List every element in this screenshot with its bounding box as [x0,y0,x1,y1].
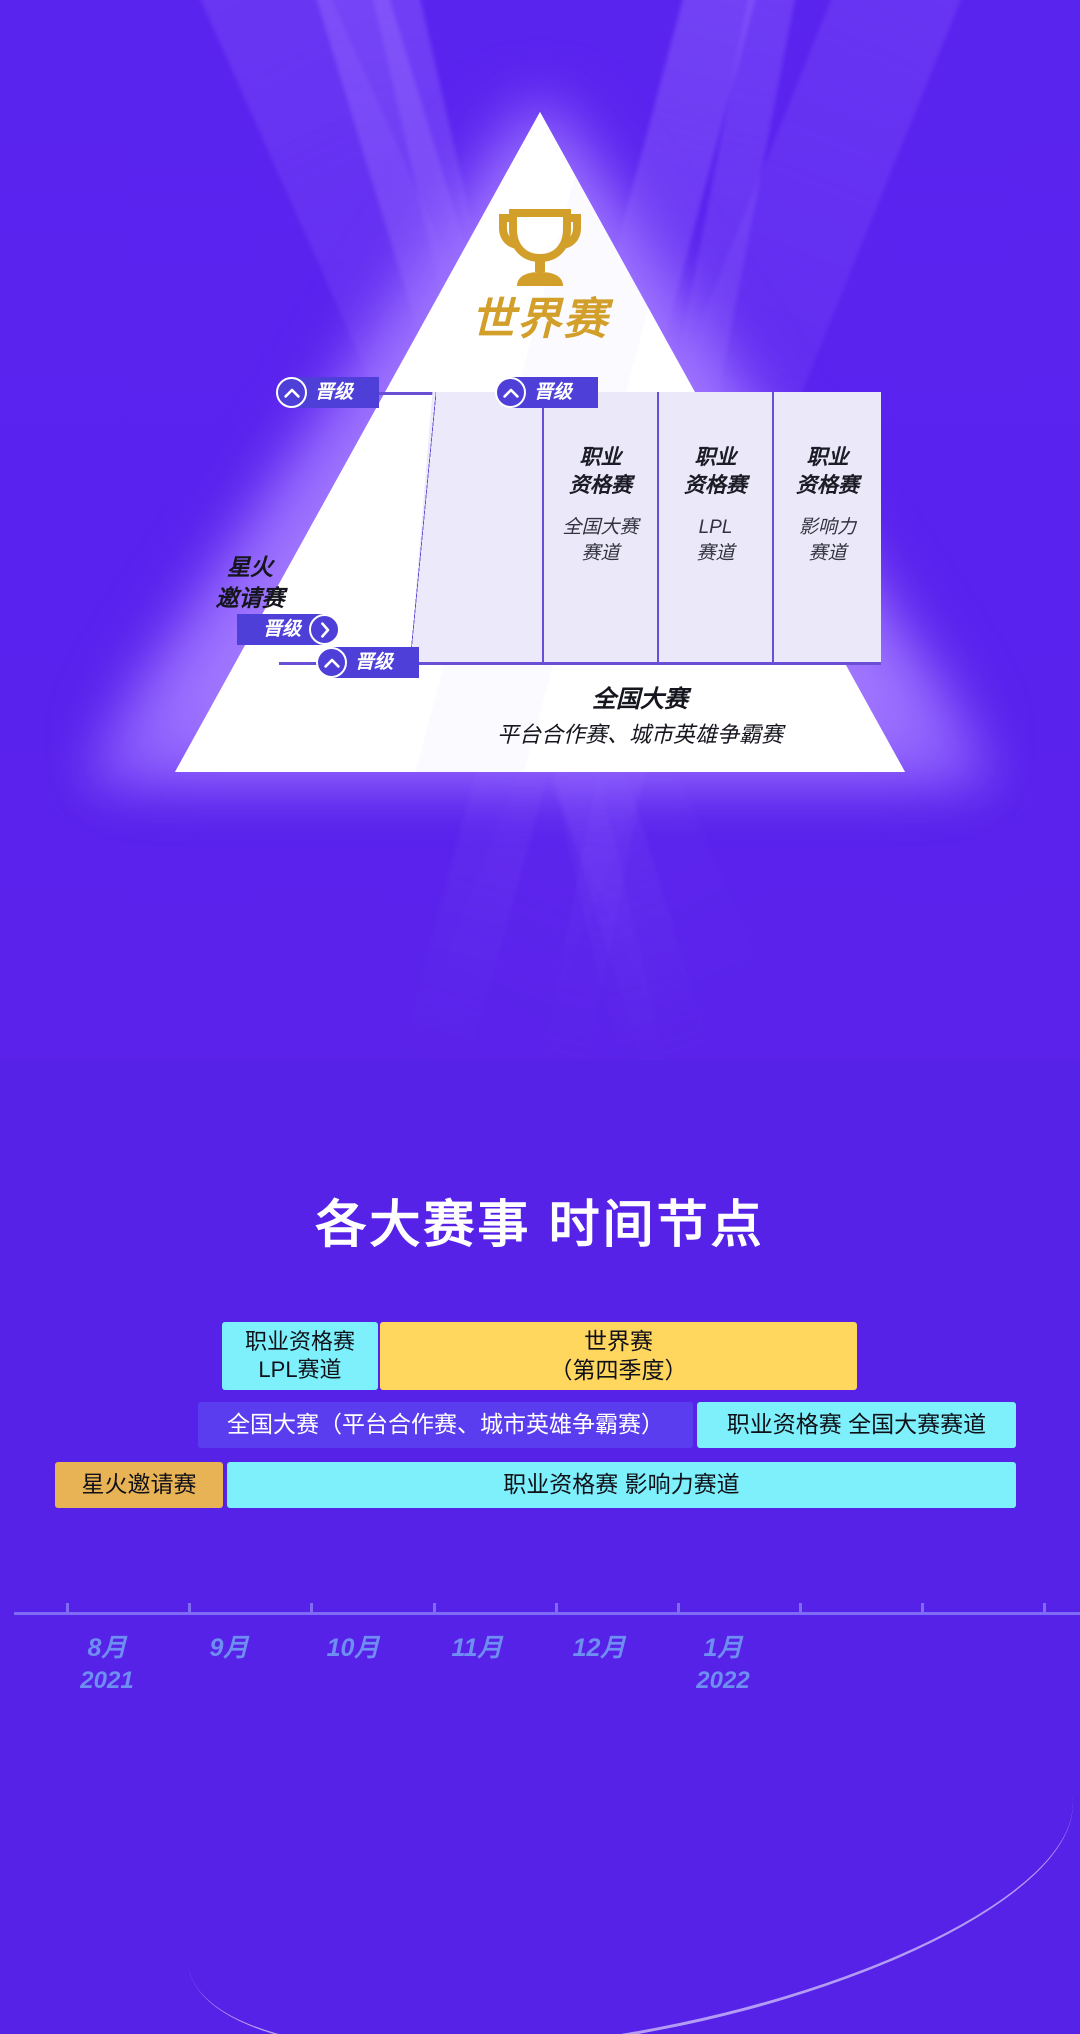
gantt-bar-national[interactable]: 全国大赛（平台合作赛、城市英雄争霸赛） [198,1402,693,1448]
gantt-bar-worlds-line1: 世界赛 [584,1327,653,1354]
axis-tick [555,1603,558,1615]
axis-month-label-aug: 8月 2021 [72,1632,142,1696]
tier-bottom-rule [279,662,881,665]
axis-tick [677,1603,680,1615]
promotion-badge-base[interactable]: 晋级 [316,647,419,678]
gantt-bar-spark[interactable]: 星火邀请赛 [55,1462,223,1508]
promotion-left-label: 晋级 [315,382,354,403]
qualifier-1-sub-line1: 全国大赛 [562,517,639,539]
qualifier-tier-band: 职业 资格赛 全国大赛 赛道 职业 资格赛 [308,392,881,662]
promotion-right-label: 晋级 [534,382,573,403]
gantt-bar-lpl-line1: 职业资格赛 [244,1328,355,1354]
chevron-right-icon [309,614,341,645]
timeline-gantt-chart: 职业资格赛 LPL赛道 世界赛 （第四季度） 全国大赛（平台合作赛、城市英雄争霸… [0,1322,1080,1582]
axis-month-label-nov: 11月 [436,1632,518,1665]
qualifier-2-title-line2: 资格赛 [684,473,747,497]
qualifier-1-sub-line2: 赛道 [581,543,620,565]
gantt-bar-national-qualifier-label: 职业资格赛 全国大赛赛道 [726,1411,987,1438]
promotion-badge-left[interactable]: 晋级 [276,377,379,408]
axis-tick [66,1603,69,1615]
qualifier-cell-2: 职业 资格赛 LPL 赛道 [657,392,772,662]
axis-month-nov: 11月 [451,1634,503,1662]
gantt-bar-worlds[interactable]: 世界赛 （第四季度） [380,1322,857,1390]
axis-tick [1043,1603,1046,1615]
gantt-bar-influence-qualifier[interactable]: 职业资格赛 影响力赛道 [227,1462,1016,1508]
bottom-decoration [0,1760,1080,2034]
gantt-bar-lpl-line2: LPL赛道 [258,1357,342,1382]
axis-tick [921,1603,924,1615]
qualifier-cell-3: 职业 资格赛 影响力 赛道 [772,392,881,662]
pyramid-content: 世界赛 职业 资格赛 全国大赛 赛道 [175,112,905,774]
axis-month-sep: 9月 [209,1634,249,1662]
spark-label-line1: 星火 [227,554,273,580]
qualifier-2-title-line1: 职业 [694,446,737,469]
spark-label-line2: 邀请赛 [215,585,285,612]
axis-line [14,1612,1080,1615]
axis-year-2021: 2021 [80,1666,134,1694]
chevron-up-icon [276,377,307,408]
axis-month-label-dec: 12月 [558,1632,640,1665]
gantt-bar-worlds-line2: （第四季度） [549,1357,688,1383]
axis-tick [188,1603,191,1615]
gantt-bar-lpl-qualifier[interactable]: 职业资格赛 LPL赛道 [222,1322,378,1390]
axis-tick [433,1603,436,1615]
qualifier-2-sub-line2: 赛道 [696,543,735,565]
base-tier-title: 全国大赛 [592,686,688,713]
axis-month-oct: 10月 [326,1634,380,1662]
trophy-icon [175,208,905,290]
base-tier-row: 全国大赛 平台合作赛、城市英雄争霸赛 [285,662,845,774]
axis-tick [799,1603,802,1615]
qualifier-3-title-line2: 资格赛 [796,473,859,497]
worlds-title: 世界赛 [471,295,609,344]
gantt-bar-national-qualifier[interactable]: 职业资格赛 全国大赛赛道 [697,1402,1016,1448]
axis-month-jan: 1月 [703,1634,743,1662]
axis-tick [310,1603,313,1615]
promotion-badge-right[interactable]: 晋级 [495,377,598,408]
pyramid-apex: 世界赛 [175,208,905,342]
base-tier-subtitle: 平台合作赛、城市英雄争霸赛 [496,721,783,747]
promotion-badge-spark[interactable]: 晋级 [237,614,341,645]
gantt-bar-spark-label: 星火邀请赛 [81,1471,197,1498]
qualifier-1-title-line1: 职业 [579,446,622,469]
pyramid-hero-section: 世界赛 职业 资格赛 全国大赛 赛道 [0,0,1080,1060]
gantt-bar-influence-qualifier-label: 职业资格赛 影响力赛道 [503,1471,740,1498]
qualifier-2-sub-line1: LPL [698,517,733,539]
axis-month-label-oct: 10月 [312,1632,394,1665]
qualifier-3-title-line1: 职业 [806,446,849,469]
qualifier-cell-1: 职业 资格赛 全国大赛 赛道 [542,392,657,662]
spark-cell-diagonal-divider [410,392,436,662]
spark-invitational-label: 星火 邀请赛 [175,552,325,614]
axis-month-label-jan: 1月 2022 [688,1632,758,1696]
chevron-up-icon [316,647,347,678]
timeline-axis [0,1603,1080,1616]
qualifier-3-sub-line1: 影响力 [798,517,856,539]
promotion-base-label: 晋级 [355,652,394,673]
axis-month-aug: 8月 [87,1634,127,1662]
section-headline: 各大赛事 时间节点 [315,1196,765,1253]
chevron-up-icon [495,377,526,408]
axis-month-dec: 12月 [572,1634,626,1662]
axis-year-2022: 2022 [696,1666,750,1694]
axis-month-label-sep: 9月 [194,1632,264,1665]
gantt-bar-national-label: 全国大赛（平台合作赛、城市英雄争霸赛） [227,1411,664,1438]
qualifier-1-title-line2: 资格赛 [569,473,632,497]
qualifier-3-sub-line2: 赛道 [808,543,847,565]
promotion-spark-label: 晋级 [263,619,302,640]
